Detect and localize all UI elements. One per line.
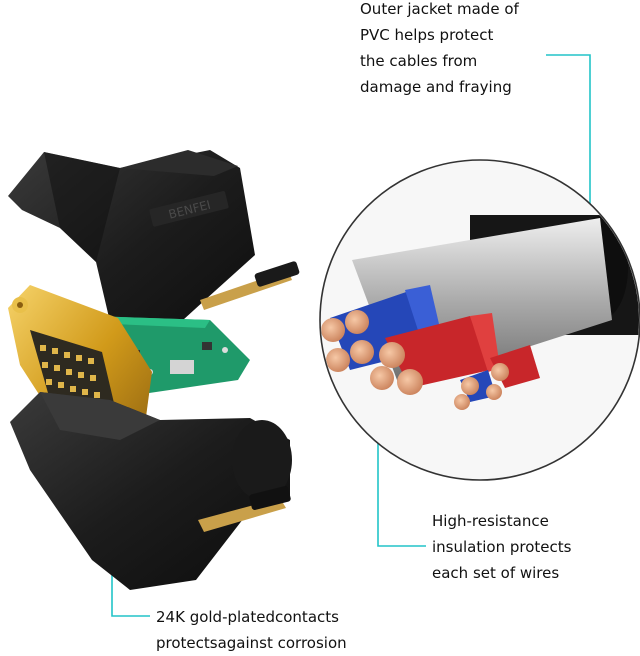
- leader-outer-jacket: [546, 54, 591, 238]
- callout-insulation-line-2: insulation protects: [432, 538, 572, 556]
- callout-insulation: High-resistance insulation protects each…: [432, 508, 571, 586]
- callout-gold-contacts: 24K gold-platedcontacts protectsagainst …: [156, 604, 347, 656]
- callout-outer-jacket-line-4: damage and fraying: [360, 78, 512, 96]
- cable-zoom-circle: [319, 159, 640, 481]
- callout-insulation-line-3: each set of wires: [432, 564, 560, 582]
- lower-shell: [10, 392, 292, 590]
- callout-outer-jacket-line-2: PVC helps protect: [360, 26, 494, 44]
- upper-pin: [200, 261, 300, 310]
- callout-gold-contacts-line-2: protectsagainst corrosion: [156, 634, 347, 652]
- upper-shell: BENFEI: [8, 150, 255, 356]
- callout-gold-contacts-line-1: 24K gold-platedcontacts: [156, 608, 339, 626]
- callout-outer-jacket: Outer jacket made of PVC helps protect t…: [360, 0, 519, 100]
- callout-outer-jacket-line-3: the cables from: [360, 52, 478, 70]
- callout-outer-jacket-line-1: Outer jacket made of: [360, 0, 519, 18]
- callout-insulation-line-1: High-resistance: [432, 512, 549, 530]
